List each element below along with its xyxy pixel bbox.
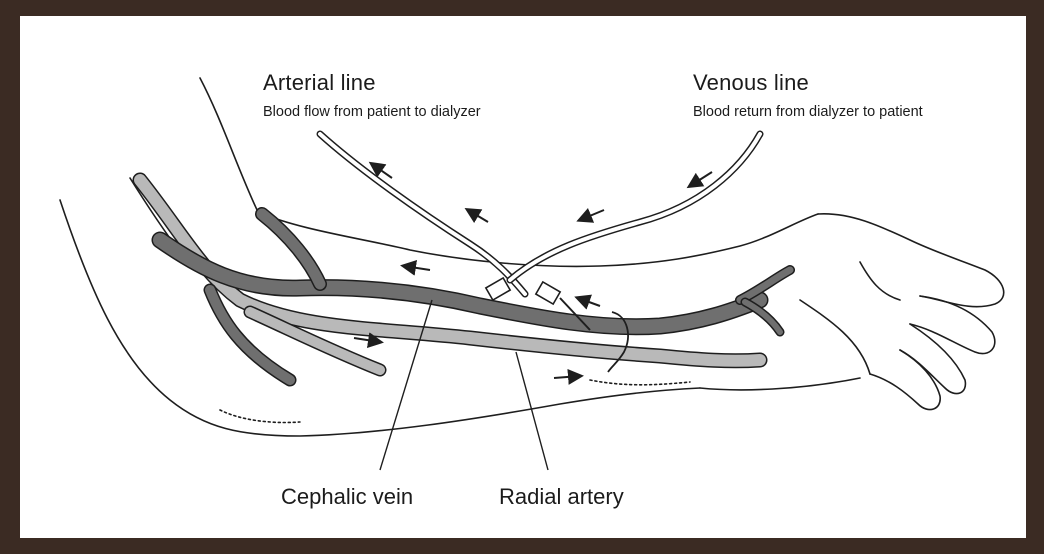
arrow-arterial-lower — [468, 210, 488, 222]
arterial-line-tube — [320, 134, 525, 294]
palm-crease — [800, 300, 870, 374]
arterial-line-subtitle: Blood flow from patient to dialyzer — [263, 104, 481, 120]
venous-needle-hub — [536, 282, 560, 304]
arrow-vein-right — [578, 298, 600, 306]
arrow-artery-right — [554, 376, 580, 378]
wrist-hatching — [590, 380, 690, 385]
finger-2 — [900, 324, 965, 394]
venous-line-subtitle: Blood return from dialyzer to patient — [693, 104, 923, 120]
knuckles — [860, 262, 900, 300]
arrow-venous-upper — [690, 172, 712, 186]
arterial-needle-hub — [486, 278, 510, 300]
finger-1 — [910, 296, 995, 354]
wrist-line — [700, 378, 860, 390]
elbow-hatching — [220, 410, 300, 423]
hand-back — [818, 214, 1004, 307]
arrow-venous-lower — [580, 210, 604, 220]
cephalic-vein-label: Cephalic vein — [281, 484, 413, 510]
radial-artery-label: Radial artery — [499, 484, 624, 510]
thumb — [870, 350, 940, 410]
venous-line-tube — [510, 134, 760, 280]
arrow-vein-left — [404, 266, 430, 270]
arrow-artery-left — [354, 338, 380, 342]
arterial-line-title: Arterial line — [263, 70, 376, 96]
venous-line-title: Venous line — [693, 70, 809, 96]
